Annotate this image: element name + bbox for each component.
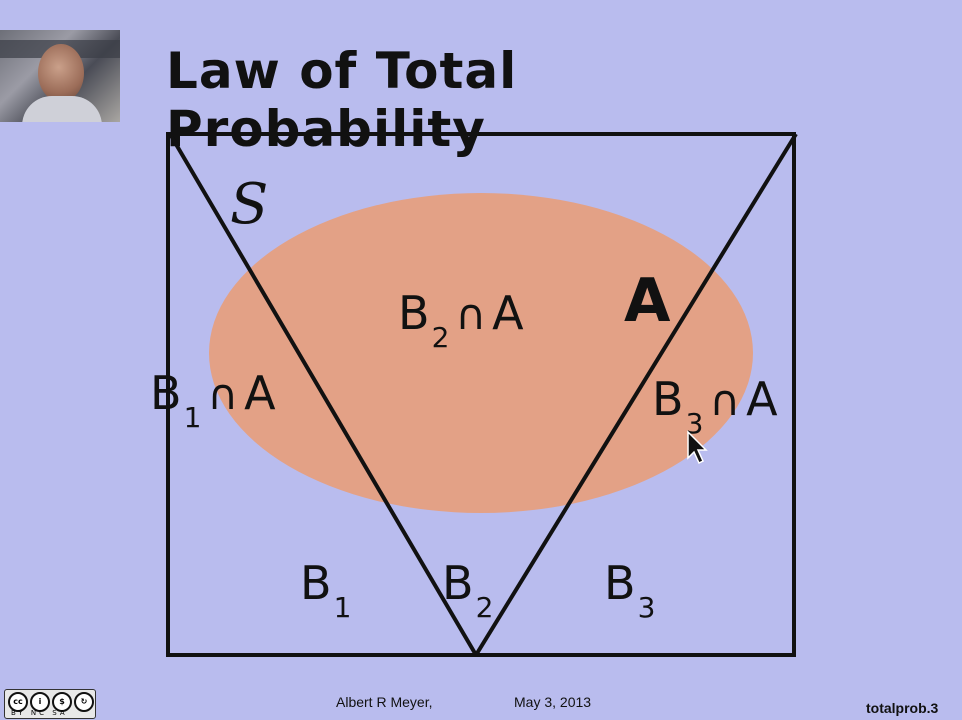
by-ring-icon: i [30,692,50,712]
nc-ring-icon: $ [52,692,72,712]
b1-base: B [150,366,182,420]
partition-line-left [168,132,478,657]
sa-ring-icon: ↻ [74,692,94,712]
b3-region-label: B3 [604,560,655,622]
b1-intersect-a-label: B1∩A [150,370,276,432]
b2-subscript: 2 [431,321,450,354]
slide-title: Law of Total Probability [166,42,518,158]
footer-slide-id: totalprob.3 [866,700,939,716]
b3-region-subscript: 3 [637,591,656,624]
a-symbol: A [746,372,778,426]
b3-region-base: B [604,556,636,610]
b1-region-label: B1 [300,560,351,622]
b3-subscript: 3 [685,407,704,440]
presenter-shirt [22,96,102,122]
b3-intersect-a-label: B3∩A [652,376,778,438]
arrow-cursor-icon [687,430,708,465]
b2-region-base: B [442,556,474,610]
footer-date: May 3, 2013 [514,694,592,710]
partition-line-right [474,132,798,657]
b1-region-subscript: 1 [333,591,352,624]
set-s-label: S [230,172,269,237]
b3-base: B [652,372,684,426]
license-text: BY NC SA [11,709,68,717]
cc-ring-icon: cc [8,692,28,712]
intersect-symbol: ∩ [207,370,239,419]
presenter-webcam [0,30,120,122]
a-symbol: A [492,286,524,340]
b1-subscript: 1 [183,401,202,434]
b2-intersect-a-label: B2∩A [398,290,524,352]
intersect-symbol: ∩ [455,290,487,339]
b2-region-label: B2 [442,560,493,622]
intersect-symbol: ∩ [709,376,741,425]
a-symbol: A [244,366,276,420]
b2-base: B [398,286,430,340]
b1-region-base: B [300,556,332,610]
b2-region-subscript: 2 [475,591,494,624]
set-a-label: A [624,266,671,336]
footer-author: Albert R Meyer, [336,694,433,710]
presenter-head [38,44,84,102]
sample-space-box [166,132,796,657]
creative-commons-icon[interactable]: cc i $ ↻ BY NC SA [4,689,96,719]
set-a-ellipse [209,193,753,513]
